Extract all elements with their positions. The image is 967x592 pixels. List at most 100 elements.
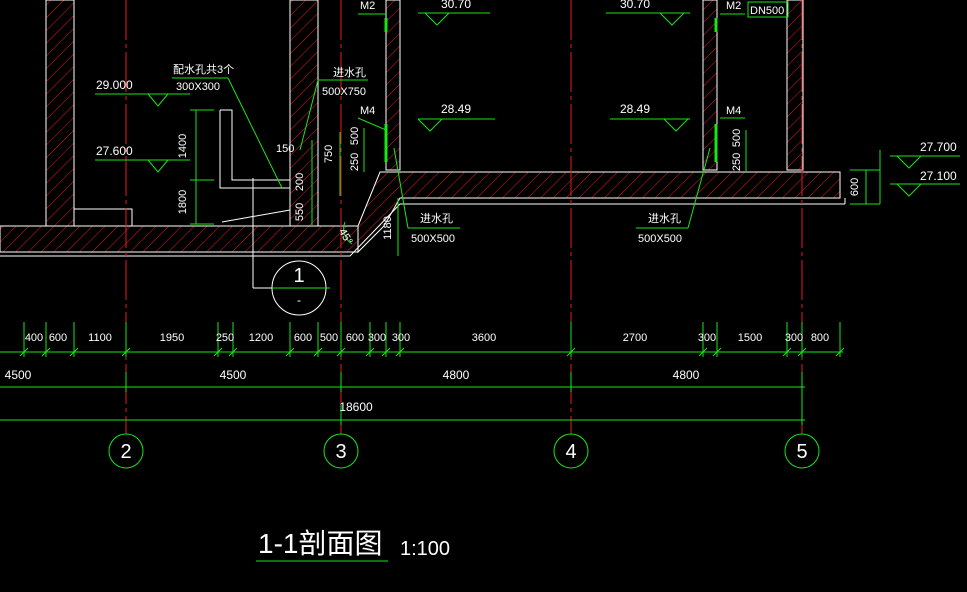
dim-r1-3: 1950 xyxy=(160,332,184,344)
dim-r1-9: 300 xyxy=(368,332,386,344)
concrete-structure xyxy=(0,0,846,257)
slope-line xyxy=(221,209,291,223)
elev-27100: 27.100 xyxy=(920,169,957,183)
dim-slash xyxy=(698,347,708,357)
m4-right: M4 xyxy=(726,105,741,117)
axis-bubble-4[interactable]: 4 xyxy=(553,433,589,469)
elevation-markers: 29.000 27.600 30.70 30.70 28.49 28.49 27… xyxy=(95,0,960,197)
internal-details xyxy=(73,109,291,289)
dim-slash xyxy=(19,347,29,357)
elev-27700: 27.700 xyxy=(920,140,957,154)
dim-slash xyxy=(69,347,79,357)
vdim-250b: 250 xyxy=(731,153,743,171)
axis-bubbles: 2 3 4 5 xyxy=(108,433,820,469)
dim-r1-1: 600 xyxy=(49,332,67,344)
vdim-750: 750 xyxy=(323,145,335,163)
left-outer-wall xyxy=(45,0,75,227)
wall-m4-right xyxy=(702,0,718,171)
pipe-hole-size: 300X300 xyxy=(176,81,220,93)
vdim-1800: 1800 xyxy=(177,190,189,214)
dim-total: 18600 xyxy=(339,400,373,414)
dim-r1-8: 600 xyxy=(346,332,364,344)
vdim-250a: 250 xyxy=(349,153,361,171)
axis-bubble-3[interactable]: 3 xyxy=(323,433,359,469)
dim-r1-7: 500 xyxy=(320,332,338,344)
dim-r1-13: 300 xyxy=(698,332,716,344)
inlet2-size: 500X500 xyxy=(411,233,455,245)
axis-bubble-3-label: 3 xyxy=(335,441,346,463)
section-marker[interactable]: 1 - xyxy=(271,260,330,316)
dim-r1-5: 1200 xyxy=(249,332,273,344)
inlet3-size: 500X500 xyxy=(638,233,682,245)
dim-r1-15: 300 xyxy=(785,332,803,344)
elev-2849-right: 28.49 xyxy=(620,102,650,116)
dimension-row-2: 4500 4500 4800 4800 xyxy=(5,368,700,382)
dim-r1-11: 3600 xyxy=(472,332,496,344)
vdim-500a: 500 xyxy=(349,127,361,145)
elev-2849-left: 28.49 xyxy=(441,102,471,116)
dim-slash xyxy=(313,347,323,357)
axis-bubble-2-label: 2 xyxy=(120,441,131,463)
dim-slash xyxy=(797,347,807,357)
dim-slash xyxy=(566,347,576,357)
dim-slash xyxy=(336,347,346,357)
dim-r1-2: 1100 xyxy=(88,332,112,344)
wall-m4-left xyxy=(385,0,401,171)
m2-right: M2 xyxy=(726,0,741,12)
axis-bubble-4-label: 4 xyxy=(565,441,576,463)
dim-r1-10: 300 xyxy=(392,332,410,344)
inlet-title: 进水孔 xyxy=(333,66,366,79)
dim-slash xyxy=(381,347,391,357)
dn500-label: DN500 xyxy=(750,5,784,17)
vdim-1180: 1180 xyxy=(382,216,394,240)
vdim-600: 600 xyxy=(849,178,861,196)
dimension-lines xyxy=(0,322,845,425)
m2-left: M2 xyxy=(360,0,375,12)
axis-bubble-2[interactable]: 2 xyxy=(108,433,144,469)
dim-r1-0: 400 xyxy=(25,332,43,344)
elev-3070-right: 30.70 xyxy=(620,0,650,11)
base-slab-left xyxy=(0,225,359,253)
vertical-dimensions: 1400 1800 150 200 550 750 500 250 1180 5… xyxy=(177,109,881,256)
elev-29000: 29.000 xyxy=(96,78,133,92)
dim-r1-14: 1500 xyxy=(738,332,762,344)
vdim-150: 150 xyxy=(276,143,294,155)
dim-r2-0: 4500 xyxy=(5,368,32,382)
upper-slab-right xyxy=(357,171,841,254)
vdim-550: 550 xyxy=(294,203,306,221)
dim-slash xyxy=(712,347,722,357)
dim-slash xyxy=(835,347,845,357)
vdim-500b: 500 xyxy=(731,129,743,147)
axis-centerlines xyxy=(125,0,803,434)
pipe-hole-title: 配水孔共3个 xyxy=(173,63,234,76)
wall-axis3 xyxy=(289,0,319,227)
dim-slash xyxy=(395,347,405,357)
dim-slash xyxy=(41,347,51,357)
section-marker-bottom: - xyxy=(297,293,301,307)
section-marker-top: 1 xyxy=(293,265,304,287)
dim-r1-4: 250 xyxy=(216,332,234,344)
elev-3070-left: 30.70 xyxy=(441,0,471,11)
wall-axis5 xyxy=(786,0,804,171)
vdim-1400: 1400 xyxy=(177,134,189,158)
dim-slash xyxy=(213,347,223,357)
dim-slash xyxy=(285,347,295,357)
drawing-scale: 1:100 xyxy=(400,538,450,560)
dim-r1-12: 2700 xyxy=(623,332,647,344)
dim-r2-3: 4800 xyxy=(673,368,700,382)
dim-slash xyxy=(782,347,792,357)
drawing-title: 1-1剖面图 xyxy=(258,528,382,559)
axis-bubble-5-label: 5 xyxy=(796,441,807,463)
dim-r2-2: 4800 xyxy=(443,368,470,382)
dim-slash xyxy=(121,347,131,357)
inlet2-title: 进水孔 xyxy=(420,212,453,225)
pipe-outline xyxy=(219,109,291,189)
m4-left: M4 xyxy=(360,105,375,117)
inlet-size: 500X750 xyxy=(322,86,366,98)
vdim-200: 200 xyxy=(294,173,306,191)
elev-27600: 27.600 xyxy=(96,144,133,158)
axis-bubble-5[interactable]: 5 xyxy=(784,433,820,469)
inlet3-title: 进水孔 xyxy=(648,212,681,225)
dim-r1-16: 800 xyxy=(811,332,829,344)
